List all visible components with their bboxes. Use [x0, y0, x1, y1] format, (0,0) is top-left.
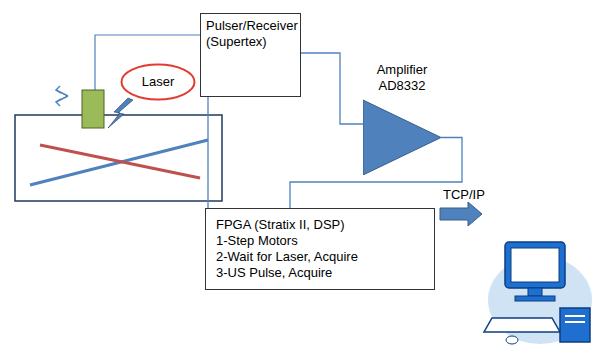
- node-line: 3-US Pulse, Acquire: [216, 265, 424, 281]
- process-box: FPGA (Stratix II, DSP)1-Step Motors2-Wai…: [205, 208, 435, 290]
- network-arrow: [440, 202, 482, 226]
- signal-wire: [301, 53, 363, 124]
- node-title: Amplifier AD8332: [363, 62, 441, 94]
- amplifier-triangle: Amplifier AD8332: [363, 62, 441, 175]
- network-label: TCP/IP: [443, 187, 485, 203]
- triangle: [363, 100, 441, 175]
- ellipse: [122, 65, 195, 100]
- wire-line: [207, 97, 208, 208]
- motion-arrow: [56, 86, 68, 96]
- specimen-box: [15, 115, 222, 201]
- node-title: Pulser/Receiver (Supertex): [206, 18, 295, 50]
- transducer: [82, 90, 104, 128]
- node-line: 2-Wait for Laser, Acquire: [216, 249, 424, 265]
- node-title: Laser: [124, 74, 192, 90]
- node-line: 1-Step Motors: [216, 233, 424, 249]
- crack-line: [30, 140, 208, 185]
- wire-line: [301, 53, 363, 124]
- motion-arrow: [56, 96, 68, 106]
- laser-ellipse: Laser: [120, 63, 196, 101]
- signal-wire: [208, 97, 209, 208]
- node-title: FPGA (Stratix II, DSP): [216, 217, 424, 233]
- laser-bolt: [108, 98, 133, 128]
- crack-line: [40, 145, 200, 178]
- computer-icon: [484, 242, 592, 344]
- process-box: Pulser/Receiver (Supertex): [200, 13, 301, 97]
